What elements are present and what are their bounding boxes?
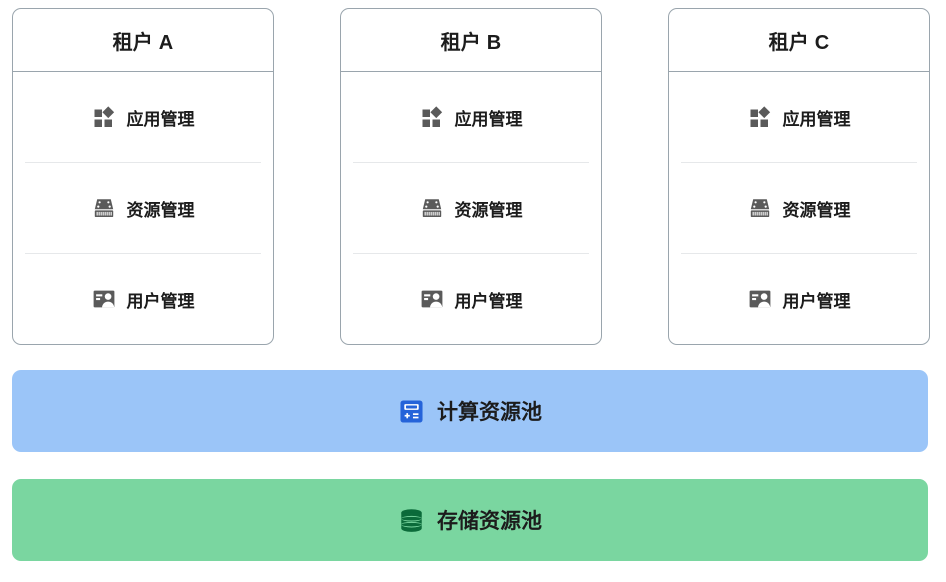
tenant-item-label: 资源管理 xyxy=(454,200,523,220)
tenant-item-app-management[interactable]: 应用管理 xyxy=(353,72,589,162)
apps-grid-icon xyxy=(422,106,442,127)
storage-resource-pool-bar[interactable]: 存储资源池 xyxy=(12,479,928,561)
tenant-card-row: 租户 A 应用管理 xyxy=(12,8,930,345)
tenant-item-label: 应用管理 xyxy=(454,109,523,129)
tenant-card-c[interactable]: 租户 C 应用管理 xyxy=(668,8,930,345)
tenant-item-user-management[interactable]: 用户管理 xyxy=(353,253,589,344)
tenant-card-title: 租户 B xyxy=(341,9,601,72)
tenant-item-label: 应用管理 xyxy=(126,109,195,129)
user-card-icon xyxy=(421,290,442,308)
tenant-item-label: 用户管理 xyxy=(782,291,851,311)
tenant-card-title: 租户 A xyxy=(13,9,273,72)
tenant-item-label: 用户管理 xyxy=(454,291,523,311)
tenant-item-user-management[interactable]: 用户管理 xyxy=(681,253,917,344)
tenant-card-body: 应用管理 xyxy=(341,72,601,344)
tenant-item-resource-management[interactable]: 资源管理 xyxy=(681,162,917,253)
tenant-card-body: 应用管理 xyxy=(13,72,273,344)
apps-grid-icon xyxy=(750,106,770,127)
database-icon xyxy=(401,508,422,532)
tenant-card-a[interactable]: 租户 A 应用管理 xyxy=(12,8,274,345)
tenant-item-app-management[interactable]: 应用管理 xyxy=(25,72,261,162)
tenant-card-b[interactable]: 租户 B 应用管理 xyxy=(340,8,602,345)
tenant-item-label: 应用管理 xyxy=(782,109,851,129)
user-card-icon xyxy=(749,290,770,308)
tenant-item-user-management[interactable]: 用户管理 xyxy=(25,253,261,344)
apps-grid-icon xyxy=(94,106,114,127)
compute-resource-pool-bar[interactable]: 计算资源池 xyxy=(12,370,928,452)
storage-resource-pool-label: 存储资源池 xyxy=(437,510,542,533)
user-card-icon xyxy=(93,290,114,308)
tenant-item-label: 资源管理 xyxy=(126,200,195,220)
calculator-icon xyxy=(400,399,423,423)
server-rack-icon xyxy=(94,199,113,217)
tenant-item-resource-management[interactable]: 资源管理 xyxy=(25,162,261,253)
tenant-card-body: 应用管理 xyxy=(669,72,929,344)
tenant-item-resource-management[interactable]: 资源管理 xyxy=(353,162,589,253)
tenant-item-label: 用户管理 xyxy=(126,291,195,311)
tenant-card-title: 租户 C xyxy=(669,9,929,72)
server-rack-icon xyxy=(422,199,441,217)
compute-resource-pool-label: 计算资源池 xyxy=(437,401,542,424)
tenant-item-app-management[interactable]: 应用管理 xyxy=(681,72,917,162)
server-rack-icon xyxy=(750,199,769,217)
tenant-item-label: 资源管理 xyxy=(782,200,851,220)
